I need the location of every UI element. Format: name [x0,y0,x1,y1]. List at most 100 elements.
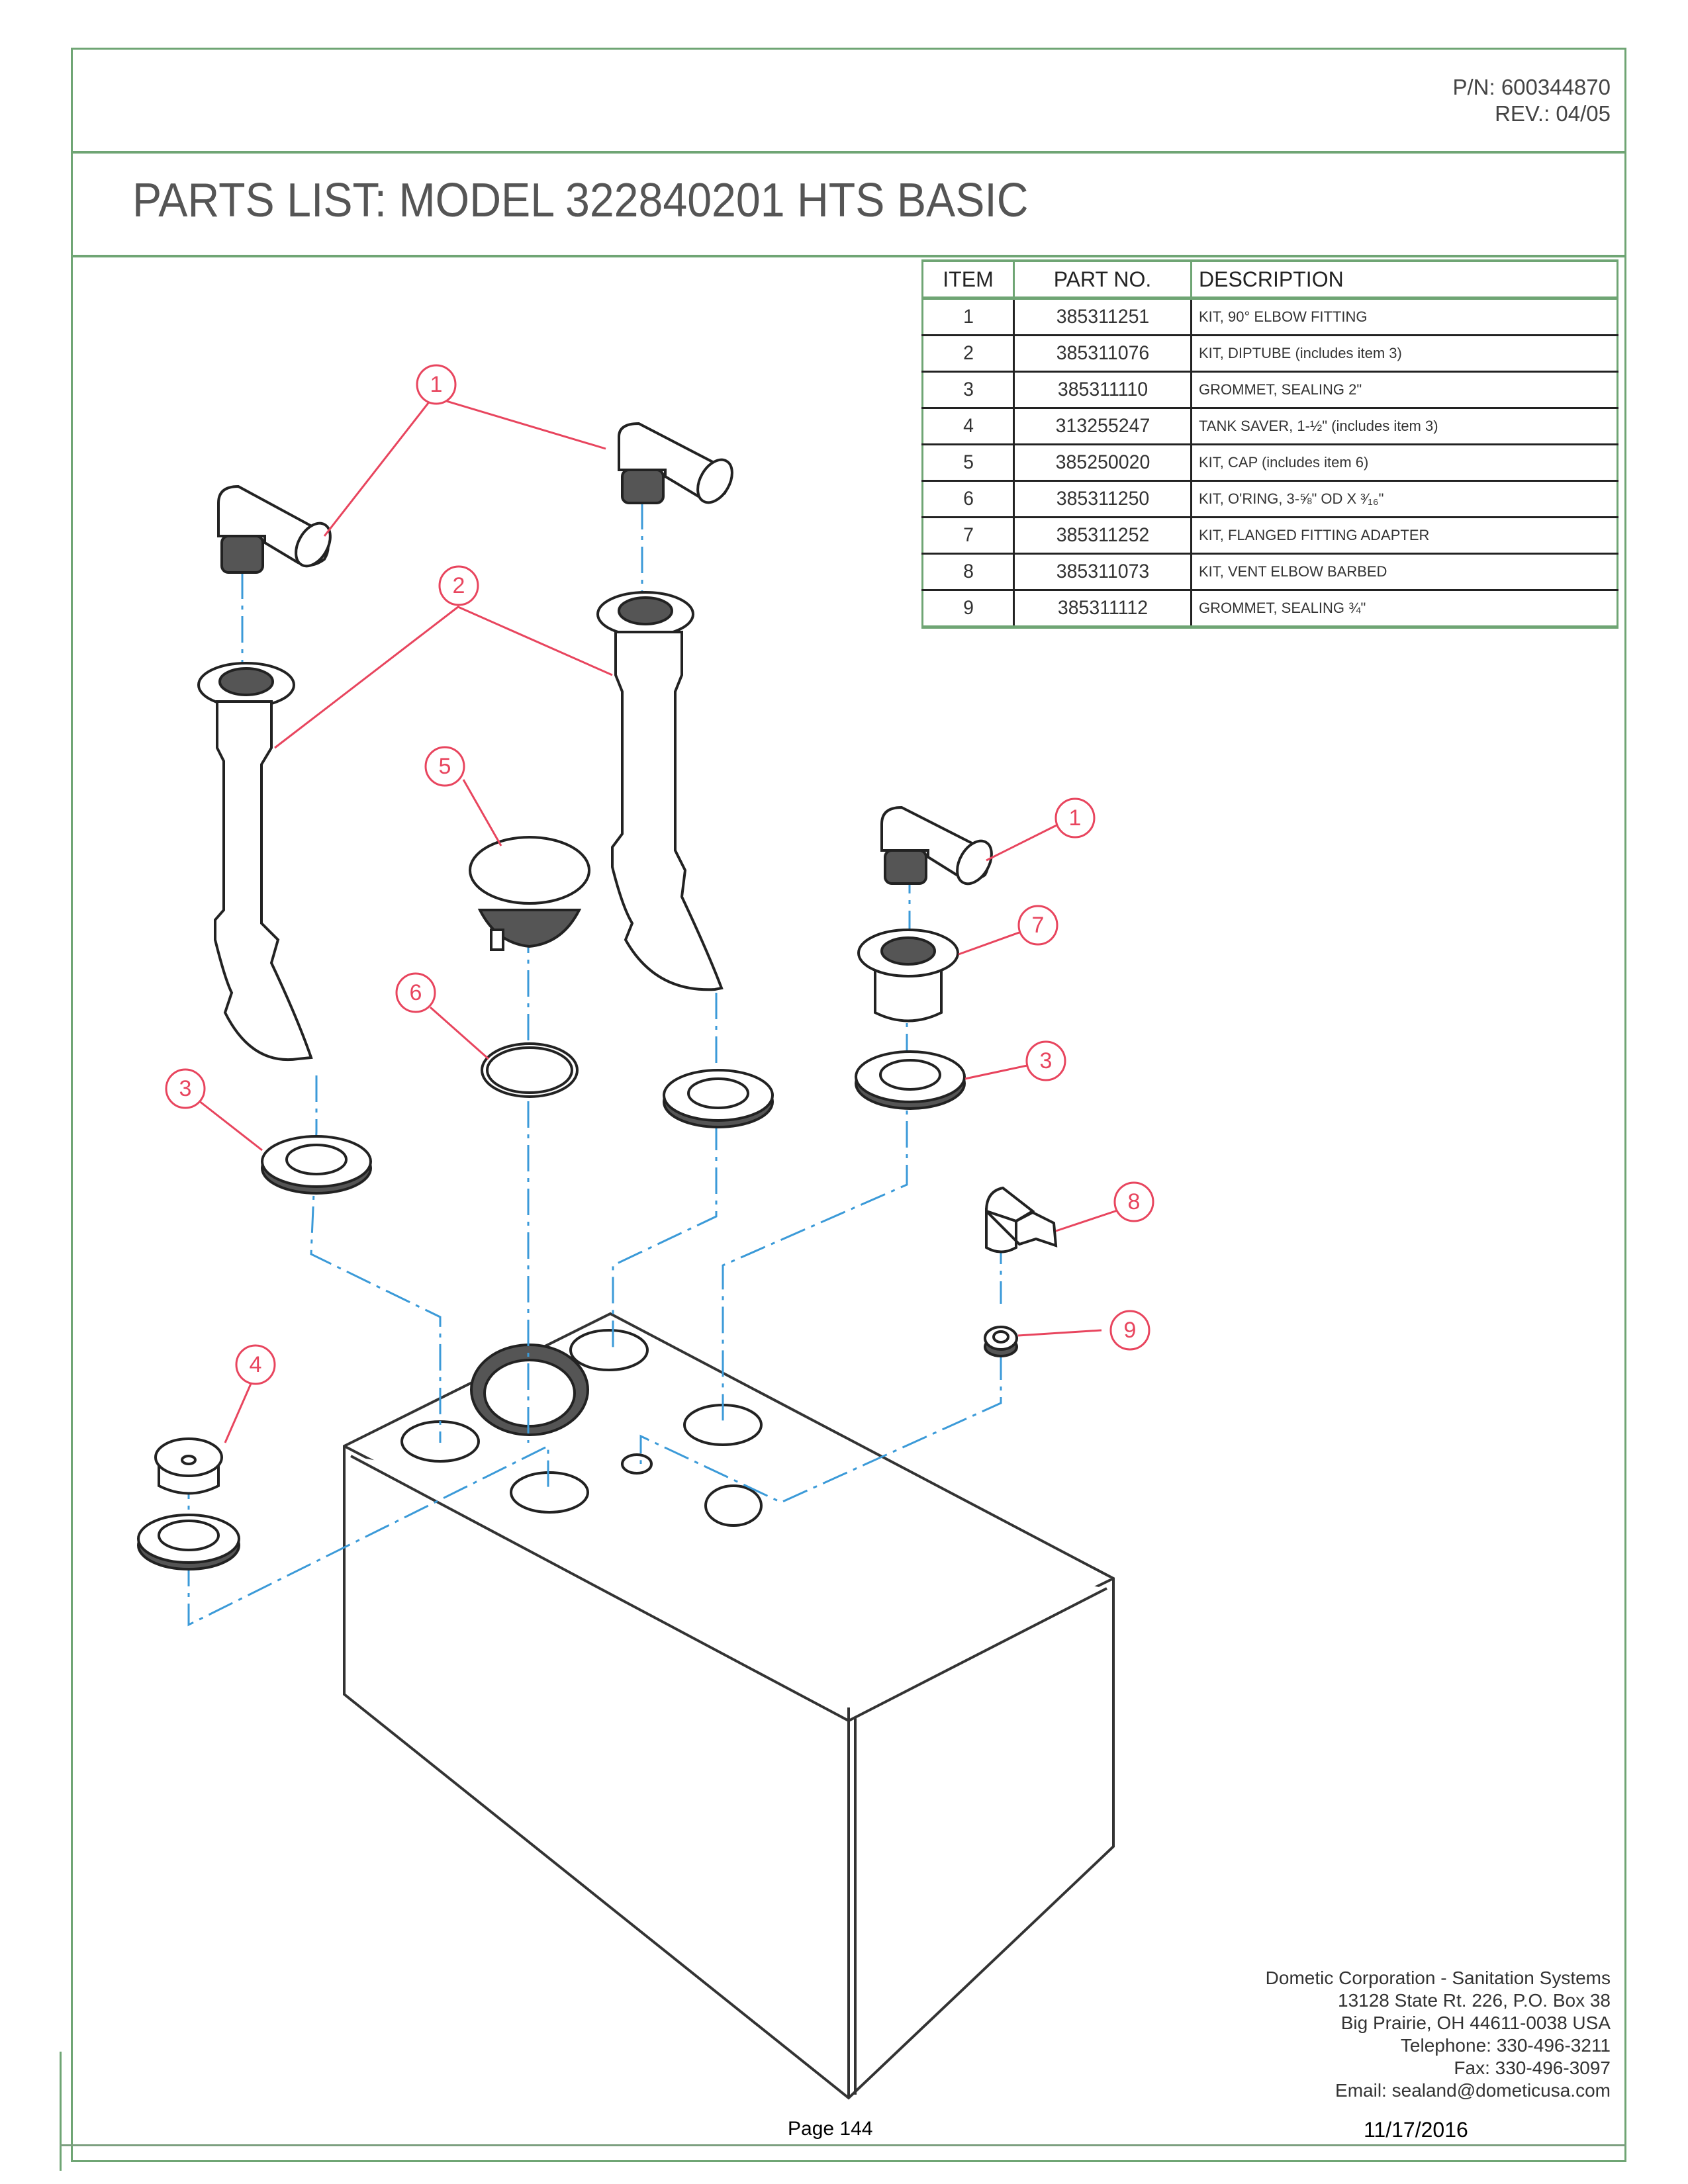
callout-6: 6 [395,972,436,1013]
parts-table-header: ITEM PART NO. DESCRIPTION [921,259,1618,300]
svg-text:9: 9 [1124,1318,1137,1343]
item-number: 8 [923,553,1013,591]
svg-text:4: 4 [250,1352,262,1377]
part-elbow-fitting-top [618,422,733,504]
holding-tank [343,1312,1115,2100]
page-border [71,48,1626,2162]
part-number-cell: 385311112 [1017,589,1188,629]
street-address: 13128 State Rt. 226, P.O. Box 38 [1338,1990,1611,2011]
city-state-zip: Big Prairie, OH 44611-0038 USA [1340,2013,1611,2033]
callout-9: 9 [1109,1310,1150,1351]
part-number-cell: 385311252 [1017,516,1188,555]
part-number-cell: 385311251 [1017,297,1188,336]
table-row: 5 385250020 KIT, CAP (includes item 6) [923,443,1618,482]
company-address-block: Dometic Corporation - Sanitation Systems… [1266,1967,1611,2102]
part-cap [469,836,590,951]
callout-3-left: 3 [165,1068,206,1109]
part-elbow-fitting-right [880,805,993,886]
svg-text:1: 1 [1069,805,1082,831]
part-grommet-tank-saver [137,1514,240,1570]
svg-text:5: 5 [439,754,451,779]
part-diptube-left [197,662,313,1062]
description-cell: GROMMET, SEALING ¾" [1190,589,1618,629]
item-number: 7 [923,516,1013,555]
description-cell: TANK SAVER, 1-½" (includes item 3) [1190,407,1618,445]
item-number: 4 [923,407,1013,445]
callout-5: 5 [424,746,465,787]
description-cell: KIT, VENT ELBOW BARBED [1190,553,1618,591]
company-name: Dometic Corporation - Sanitation Systems [1265,1968,1611,1988]
assembly-lines [187,503,1002,1627]
part-grommet-left [261,1135,372,1195]
callout-4: 4 [235,1344,276,1385]
description-cell: KIT, FLANGED FITTING ADAPTER [1190,516,1618,555]
table-row: 6 385311250 KIT, O'RING, 3-⅝" OD X ³⁄₁₆" [923,480,1618,518]
table-row: 1 385311251 KIT, 90° ELBOW FITTING [923,297,1618,336]
table-row: 2 385311076 KIT, DIPTUBE (includes item … [923,334,1618,373]
callout-1b: 1 [1055,797,1096,839]
svg-text:3: 3 [179,1076,192,1101]
part-grommet-middle [663,1069,774,1128]
column-header-part-no: PART NO. [1013,259,1192,300]
column-header-item: ITEM [921,259,1015,300]
callout-7: 7 [1017,905,1058,946]
description-cell: GROMMET, SEALING 2" [1190,371,1618,409]
description-cell: KIT, DIPTUBE (includes item 3) [1190,334,1618,373]
print-date: 11/17/2016 [1364,2118,1468,2142]
telephone: Telephone: 330-496-3211 [1400,2035,1611,2056]
part-number-cell: 385250020 [1017,443,1188,482]
item-number: 6 [923,480,1013,518]
part-o-ring [481,1042,579,1098]
svg-text:7: 7 [1032,913,1045,938]
email: Email: sealand@dometicusa.com [1335,2080,1611,2101]
description-cell: KIT, CAP (includes item 6) [1190,443,1618,482]
item-number: 2 [923,334,1013,373]
table-row: 4 313255247 TANK SAVER, 1-½" (includes i… [923,407,1618,445]
part-number-cell: 385311073 [1017,553,1188,591]
tank-port-small [621,1453,653,1475]
callout-3-right: 3 [1025,1040,1066,1081]
svg-text:6: 6 [410,980,422,1005]
tank-port [569,1329,649,1371]
callout-8: 8 [1113,1181,1154,1222]
item-number: 9 [923,589,1013,629]
tank-port [510,1471,589,1514]
part-elbow-fitting-left [217,484,332,574]
header-divider [71,151,1626,154]
part-diptube-right [596,591,724,991]
table-row: 8 385311073 KIT, VENT ELBOW BARBED [923,553,1618,591]
table-row: 9 385311112 GROMMET, SEALING ¾" [923,589,1618,629]
description-cell: KIT, O'RING, 3-⅝" OD X ³⁄₁₆" [1190,480,1618,518]
part-flanged-fitting-adapter [857,929,959,1023]
footer-border-left [60,2052,62,2171]
tank-plug [704,1484,763,1527]
revision: REV.: 04/05 [1495,101,1611,126]
part-number-cell: 385311250 [1017,480,1188,518]
svg-text:8: 8 [1128,1189,1141,1214]
svg-text:3: 3 [1040,1048,1053,1073]
description-cell: KIT, 90° ELBOW FITTING [1190,297,1618,336]
page-title: PARTS LIST: MODEL 322840201 HTS BASIC [132,174,1029,227]
part-vent-elbow [984,1186,1058,1253]
page-number: Page 144 [788,2118,873,2140]
part-number-cell: 313255247 [1017,407,1188,445]
title-divider [71,255,1626,257]
part-tank-saver [154,1437,223,1495]
table-row: 7 385311252 KIT, FLANGED FITTING ADAPTER [923,516,1618,555]
part-grommet-right [855,1050,966,1110]
part-number: P/N: 600344870 [1452,75,1611,99]
part-number-cell: 385311076 [1017,334,1188,373]
part-number-cell: 385311110 [1017,371,1188,409]
item-number: 5 [923,443,1013,482]
callout-1a: 1 [416,364,457,405]
fax: Fax: 330-496-3097 [1454,2058,1611,2078]
footer-border-bottom [60,2144,1626,2146]
parts-table: ITEM PART NO. DESCRIPTION 1 385311251 KI… [921,259,1618,629]
item-number: 3 [923,371,1013,409]
table-row: 3 385311110 GROMMET, SEALING 2" [923,371,1618,409]
callout-2: 2 [438,565,479,606]
svg-text:2: 2 [453,573,465,598]
column-header-description: DESCRIPTION [1190,259,1618,300]
item-number: 1 [923,297,1013,336]
